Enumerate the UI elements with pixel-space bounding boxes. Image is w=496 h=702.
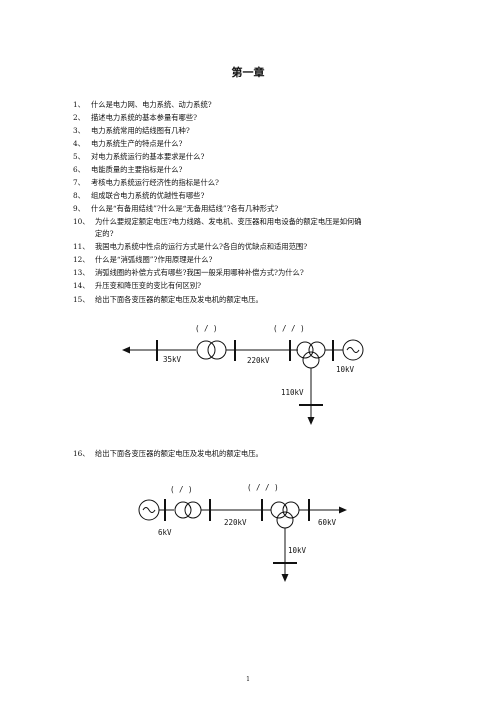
d1-label-220kv: 220kV	[247, 356, 270, 365]
question-13: 13、消弧线圈的补偿方式有哪些?我国一般采用哪种补偿方式?为什么?	[73, 268, 304, 277]
d2-label-10kv: 10kV	[288, 546, 307, 555]
page-number: 1	[246, 676, 250, 683]
question-2: 2、描述电力系统的基本参量有哪些?	[73, 113, 198, 122]
question-10-continued: 定的?	[95, 229, 114, 238]
question-16: 16、给出下面各变压器的额定电压及发电机的额定电压。	[73, 449, 263, 458]
question-8: 8、组成联合电力系统的优越性有哪些?	[73, 191, 205, 200]
transformer-t2-winding-a	[296, 341, 314, 359]
d2-bracket-left: ( / )	[170, 485, 193, 494]
d2-bracket-right: ( / / )	[247, 483, 279, 492]
arrow-down-icon	[307, 417, 315, 425]
transformer-t4-winding-b	[282, 501, 300, 519]
question-1: 1、什么是电力网、电力系统、动力系统?	[73, 100, 212, 109]
arrow-left-icon	[122, 346, 130, 354]
d2-label-60kv: 60kV	[318, 518, 337, 527]
arrow-right-icon	[339, 506, 347, 514]
generator-1-icon	[342, 339, 364, 361]
d1-bracket-left: ( / )	[195, 324, 218, 333]
question-5: 5、对电力系统运行的基本要求是什么?	[73, 152, 205, 161]
chapter-title: 第一章	[231, 66, 265, 79]
d1-bracket-right: ( / / )	[273, 324, 305, 333]
d2-label-6kv: 6kV	[158, 528, 172, 537]
question-10: 10、为什么要规定额定电压?电力线路、发电机、变压器和用电设备的额定电压是如何确	[73, 217, 362, 226]
transformer-t3-winding-b	[184, 501, 202, 519]
d2-label-220kv: 220kV	[224, 518, 247, 527]
question-6: 6、电能质量的主要指标是什么?	[73, 165, 183, 174]
transformer-t3-winding-a	[174, 501, 192, 519]
arrow-down-icon-2	[281, 574, 289, 582]
question-11: 11、我国电力系统中性点的运行方式是什么?各自的优缺点和适用范围?	[73, 242, 308, 251]
transformer-t2-winding-b	[308, 341, 326, 359]
question-4: 4、电力系统生产的特点是什么?	[73, 139, 183, 148]
question-12: 12、什么是“消弧线圈”?作用原理是什么?	[73, 255, 213, 264]
d1-label-10kv: 10kV	[336, 365, 355, 374]
transformer-t2-winding-c	[302, 351, 320, 369]
d1-label-110kv: 110kV	[281, 388, 304, 397]
transformer-t1-winding-a	[196, 340, 216, 360]
question-9: 9、什么是“有备用结线”?什么是“无备用结线”?各有几种形式?	[73, 204, 279, 213]
diagram-1	[122, 339, 364, 425]
question-14: 14、升压变和降压变的变比有何区别?	[73, 281, 202, 290]
transformer-t4-winding-c	[276, 511, 294, 529]
question-7: 7、考核电力系统运行经济性的指标是什么?	[73, 178, 219, 187]
question-15: 15、给出下面各变压器的额定电压及发电机的额定电压。	[73, 295, 263, 304]
transformer-t4-winding-a	[270, 501, 288, 519]
d1-label-35kv: 35kV	[163, 355, 182, 364]
transformer-t1-winding-b	[207, 340, 227, 360]
diagram-2	[138, 499, 347, 582]
question-3: 3、电力系统常用的结线图有几种?	[73, 126, 190, 135]
